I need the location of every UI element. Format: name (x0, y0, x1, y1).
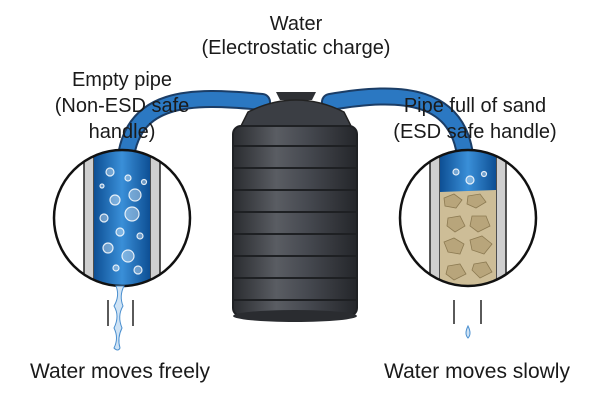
left-water-stream-icon (107, 285, 134, 351)
right-magnifier-circle-icon (398, 148, 538, 288)
right-water-drop-icon (453, 300, 482, 339)
left-label-line3: handle) (88, 121, 156, 143)
left-pipe-icon (116, 90, 271, 174)
right-pipe-icon (321, 87, 475, 174)
left-caption: Water moves freely (29, 360, 211, 383)
right-caption: Water moves slowly (384, 360, 570, 383)
right-label-line2: (ESD safe handle) (393, 121, 557, 143)
tank-label-line2: (Electrostatic charge) (201, 37, 391, 59)
right-label-line1: Pipe full of sand (403, 95, 547, 117)
left-label-line2: (Non-ESD safe (54, 95, 190, 117)
left-magnifier-circle-icon (52, 148, 192, 288)
sand-icon (440, 190, 496, 286)
water-tank-icon (232, 92, 358, 322)
tank-label-line1: Water (269, 13, 323, 35)
left-label-line1: Empty pipe (71, 69, 173, 91)
